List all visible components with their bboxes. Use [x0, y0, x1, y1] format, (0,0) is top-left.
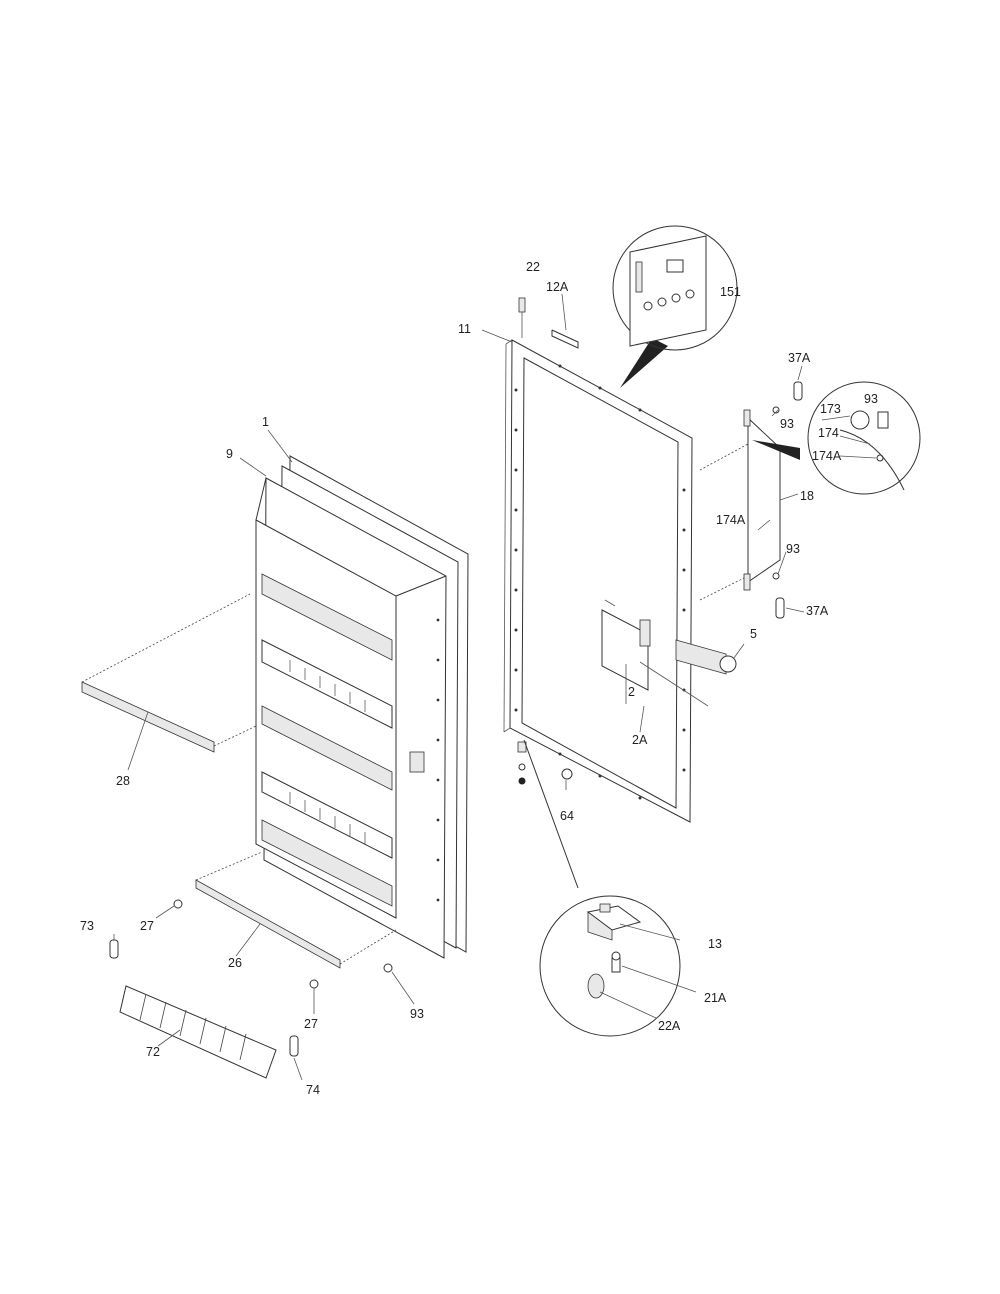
- callout-9: 9: [226, 447, 233, 461]
- callout-73-upper: 73: [80, 919, 94, 933]
- callout-12a: 12A: [546, 280, 569, 294]
- callout-93-bottom: 93: [410, 1007, 424, 1021]
- door-bin-72: [119, 985, 277, 1079]
- control-panel-inset: [612, 225, 738, 351]
- door-handle-assembly: [639, 381, 803, 707]
- callout-5: 5: [750, 627, 757, 641]
- callout-13: 13: [708, 937, 722, 951]
- liner-screw-holes: [436, 618, 440, 902]
- callout-27-lower: 27: [304, 1017, 318, 1031]
- callout-2: 2: [628, 685, 635, 699]
- screw-93-bottom: [383, 963, 393, 973]
- screw-27-upper: [173, 899, 183, 909]
- callout-11: 11: [458, 322, 471, 336]
- callout-22a: 22A: [658, 1019, 681, 1033]
- end-cap-37a-bottom: [775, 597, 785, 619]
- callout-26: 26: [228, 956, 242, 970]
- shelf-bar-28: [81, 681, 215, 753]
- callout-21a: 21A: [704, 991, 727, 1005]
- frame-screw-holes: [514, 364, 686, 800]
- callout-93-right: 93: [780, 417, 794, 431]
- liner-shelves: [261, 573, 393, 907]
- end-cap-73: [109, 939, 119, 959]
- callout-28: 28: [116, 774, 130, 788]
- callout-37a-top: 37A: [788, 351, 811, 365]
- screw-27-lower: [309, 979, 319, 989]
- bottom-hinge-pin: [517, 741, 527, 753]
- door-frame-assembly: [503, 297, 693, 823]
- handle-pointer: [752, 440, 800, 460]
- callout-173: 173: [820, 402, 841, 416]
- door-liner-assembly: [255, 455, 469, 959]
- handle-detail-inset: [807, 381, 921, 495]
- callout-37a-bottom: 37A: [806, 604, 829, 618]
- callout-1: 1: [262, 415, 269, 429]
- shelf-grills: [289, 660, 366, 844]
- end-cap-74: [289, 1035, 299, 1057]
- bottom-hinge-inset: [523, 739, 697, 1037]
- callout-151: 151: [720, 285, 741, 299]
- callout-72: 72: [146, 1045, 160, 1059]
- callout-174a-inset: 174A: [812, 449, 842, 463]
- hinge-bracket-12a: [551, 329, 579, 349]
- callout-174: 174: [818, 426, 839, 440]
- control-panel-pointer: [620, 338, 668, 388]
- callout-22: 22: [526, 260, 540, 274]
- leader-lines: [113, 293, 877, 1081]
- callout-27-upper: 27: [140, 919, 154, 933]
- lock-cylinder: [675, 639, 727, 675]
- callout-93-inset: 93: [864, 392, 878, 406]
- loose-parts: [81, 593, 397, 1079]
- end-cap-37a-top: [793, 381, 803, 401]
- callout-93-lower: 93: [786, 542, 800, 556]
- callout-174a: 174A: [716, 513, 746, 527]
- callout-18: 18: [800, 489, 814, 503]
- shelf-bar-26: [195, 879, 341, 969]
- callout-64: 64: [560, 809, 574, 823]
- callout-labels: 22 12A 151 11 37A 93 173 93 174 174A 18 …: [80, 260, 878, 1097]
- callout-2a: 2A: [632, 733, 648, 747]
- hinge-pin-top: [518, 297, 526, 313]
- callout-74: 74: [306, 1083, 320, 1097]
- washer-64: [561, 768, 573, 780]
